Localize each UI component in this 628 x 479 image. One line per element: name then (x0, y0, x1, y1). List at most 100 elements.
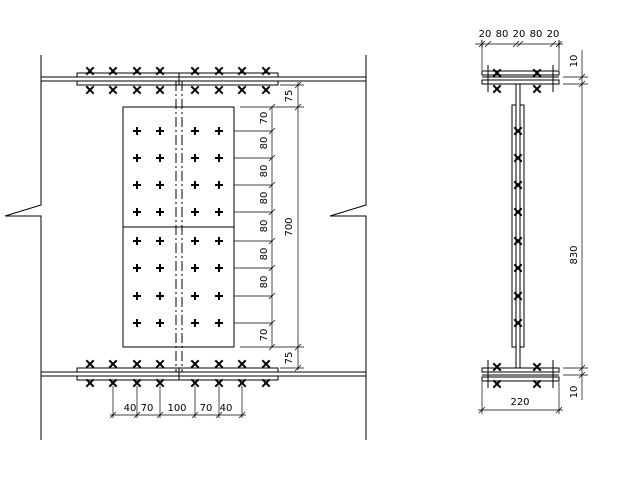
flange-bolt (85, 359, 95, 369)
flange-bolt (132, 66, 142, 76)
sect-dim-80-b: 80 (530, 29, 543, 40)
left-column-edge (4, 55, 42, 440)
section-bottom-dimension (478, 382, 563, 414)
flange-bolt (214, 66, 224, 76)
flange-bolt (237, 66, 247, 76)
flange-bolt (108, 85, 118, 95)
flange-bolt (155, 359, 165, 369)
dim-700: 700 (284, 217, 295, 236)
web-bolt (215, 292, 223, 300)
web-bolt (215, 237, 223, 245)
web-bolt (156, 154, 164, 162)
web-bolt (191, 181, 199, 189)
section-web-bolt (513, 291, 523, 301)
flange-bolt (190, 359, 200, 369)
web-splice-plate (122, 81, 235, 372)
web-bolt (133, 127, 141, 135)
web-bolt (191, 154, 199, 162)
bottom-flange (41, 367, 366, 381)
section-flange-bolt (532, 362, 542, 372)
web-bolt (191, 319, 199, 327)
flange-bolt (214, 359, 224, 369)
section-web-bolt (513, 153, 523, 163)
elevation-view: 75 700 75 70 80 80 80 80 80 80 70 40 70 … (4, 55, 367, 440)
section-view: 20 80 20 80 20 10 830 10 220 (475, 29, 588, 414)
dim-top-75: 75 (284, 90, 295, 103)
right-column-edge (329, 55, 367, 440)
web-bolt (215, 208, 223, 216)
section-web-bolt (513, 263, 523, 273)
section-web-bolt (513, 207, 523, 217)
flange-bolt (85, 378, 95, 388)
web-bolt (156, 208, 164, 216)
dim-inner-2: 80 (259, 137, 270, 150)
flange-bolt (214, 378, 224, 388)
section-flange-bolt (492, 362, 502, 372)
sect-dim-height: 830 (569, 245, 580, 264)
web-bolt (156, 319, 164, 327)
web-bolt (133, 181, 141, 189)
web-bolt (191, 292, 199, 300)
dim-inner-7: 80 (259, 276, 270, 289)
dim-bottom-75: 75 (284, 352, 295, 365)
flange-bolt (214, 85, 224, 95)
sect-dim-20-c: 20 (547, 29, 560, 40)
flange-bolt (237, 359, 247, 369)
section-flange-bolt (532, 84, 542, 94)
dim-h-100: 100 (167, 403, 186, 414)
web-bolt (191, 237, 199, 245)
flange-bolt (85, 85, 95, 95)
web-bolt (133, 154, 141, 162)
section-flange-bolt (492, 84, 502, 94)
sect-dim-80-a: 80 (496, 29, 509, 40)
sect-dim-width: 220 (510, 397, 529, 408)
web-bolt (191, 127, 199, 135)
dim-h-70-left: 70 (141, 403, 154, 414)
web-bolt (133, 237, 141, 245)
web-bolt (215, 181, 223, 189)
section-top-flange (481, 65, 560, 92)
web-bolt (215, 319, 223, 327)
dim-inner-5: 80 (259, 220, 270, 233)
section-web-bolt (513, 126, 523, 136)
flange-bolt (261, 378, 271, 388)
sect-dim-20-b: 20 (513, 29, 526, 40)
section-web-bolt (513, 236, 523, 246)
flange-bolt (237, 85, 247, 95)
web-bolt (215, 154, 223, 162)
web-bolt (156, 237, 164, 245)
web-bolt (133, 292, 141, 300)
flange-bolt (155, 66, 165, 76)
flange-bolt (261, 359, 271, 369)
flange-bolt (237, 378, 247, 388)
web-bolt (191, 264, 199, 272)
section-flange-bolt (532, 68, 542, 78)
sect-dim-flange-top: 10 (569, 55, 580, 68)
section-web-bolt (513, 318, 523, 328)
elevation-vertical-dimensions (240, 81, 304, 372)
flange-bolt (190, 85, 200, 95)
section-bottom-flange (481, 360, 560, 388)
flange-bolt (108, 66, 118, 76)
web-bolt (215, 127, 223, 135)
elevation-horizontal-dimensions (109, 411, 246, 419)
web-bolt (133, 264, 141, 272)
sect-dim-20-a: 20 (479, 29, 492, 40)
sect-dim-flange-bottom: 10 (569, 386, 580, 399)
web-bolt (215, 264, 223, 272)
flange-bolt (190, 378, 200, 388)
dim-inner-1: 70 (259, 112, 270, 125)
flange-bolt (261, 85, 271, 95)
flange-bolt (132, 378, 142, 388)
section-flange-bolt (532, 379, 542, 389)
flange-bolt (108, 359, 118, 369)
flange-bolt (261, 66, 271, 76)
dim-inner-6: 80 (259, 248, 270, 261)
section-top-dimensions (475, 40, 563, 70)
section-web-bolt (513, 180, 523, 190)
section-bolts (492, 68, 542, 389)
flange-bolt (190, 66, 200, 76)
web-bolt (191, 208, 199, 216)
flange-bolt (155, 378, 165, 388)
